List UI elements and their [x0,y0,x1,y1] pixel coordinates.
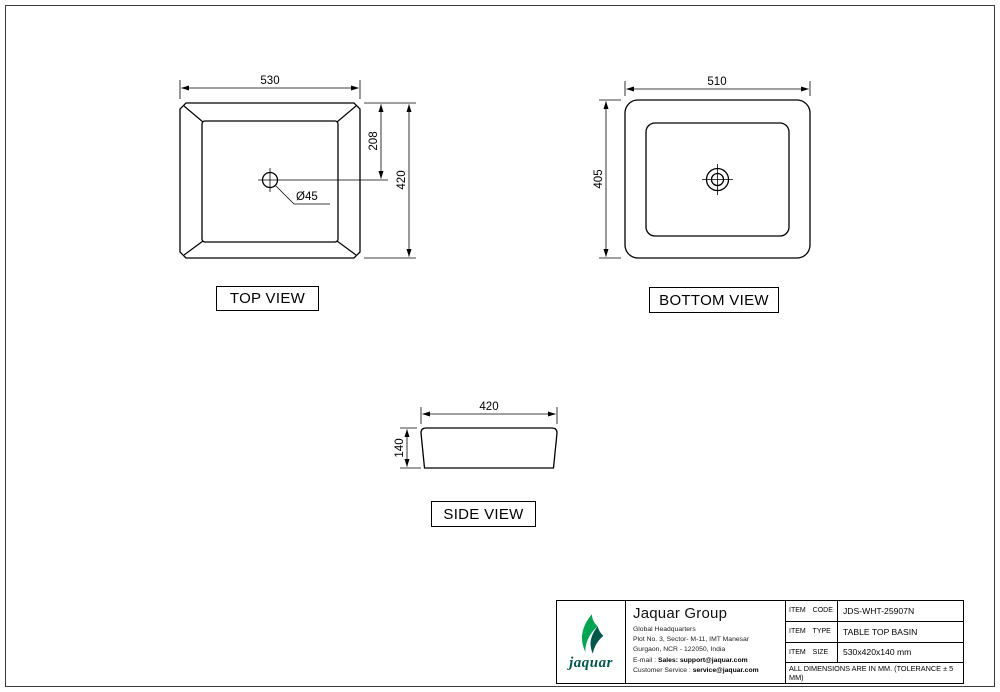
email-value: Sales: support@jaquar.com [657,656,748,664]
side-view-caption-text: SIDE VIEW [443,505,524,523]
basin-base-recess [645,122,790,237]
side-width-dim: 420 [479,401,498,413]
top-height-dim: 420 [396,170,408,189]
item-size-value: 530x420x140 mm [843,647,912,658]
basin-profile [420,427,558,469]
basin-outer-base [624,99,811,259]
item-spec-table: ITEM CODE JDS-WHT-25907N ITEM TYPE TABLE… [786,601,963,683]
company-logo: jaquar [557,601,626,683]
basin-outer-rim [179,102,361,259]
table-row: ITEM TYPE TABLE TOP BASIN [786,621,963,643]
drain-leader-line [274,184,295,205]
item-size-label: ITEM SIZE [786,642,838,663]
address-line-3: Gurgaon, NCR - 122050, India [633,646,726,654]
service-line: Customer Service : service@jaquar.com [633,666,779,676]
side-view-caption: SIDE VIEW [431,501,536,527]
basin-inner-bowl [201,120,339,243]
tolerance-note: ALL DIMENSIONS ARE IN MM. (TOLERANCE ± 5… [789,664,954,683]
corner-edge [183,105,204,123]
corner-edge [336,240,357,256]
bottom-view-caption-text: BOTTOM VIEW [659,291,769,309]
title-block: jaquar Jaquar Group Global Headquarters … [556,600,964,684]
item-code-label: ITEM CODE [786,601,838,621]
corner-edge [183,240,204,256]
side-view-drawing: 420 140 [394,401,558,469]
item-type-label: ITEM TYPE [786,621,838,642]
company-name: Jaquar Group [633,605,728,622]
bottom-width-dim: 510 [707,76,726,88]
table-row: ITEM CODE JDS-WHT-25907N [786,601,963,622]
jaquar-wordmark: jaquar [569,655,613,671]
corner-edge [336,105,357,123]
top-view-drawing: Ø45 530 420 208 [179,75,416,259]
company-info: Jaquar Group Global Headquarters Plot No… [626,601,786,683]
service-value: service@jaquar.com [692,666,759,674]
email-label: E-mail : [633,656,657,664]
technical-drawing-canvas: Ø45 530 420 208 510 [179,75,811,469]
service-label: Customer Service : [633,666,691,674]
bottom-view-caption: BOTTOM VIEW [649,287,779,313]
item-code-value: JDS-WHT-25907N [843,605,915,616]
jaquar-logo-icon [581,614,604,654]
email-line: E-mail : Sales: support@jaquar.com [633,656,779,666]
table-row: ITEM SIZE 530x420x140 mm [786,642,963,664]
side-height-dim: 140 [394,438,406,457]
drain-dim-label: Ø45 [296,191,318,203]
item-type-value: TABLE TOP BASIN [843,626,918,637]
address-line-1: Global Headquarters [633,626,696,633]
bottom-height-dim: 405 [593,169,605,188]
top-width-dim: 530 [260,75,279,87]
top-view-caption: TOP VIEW [216,286,319,311]
address-line-2: Plot No. 3, Sector- M-11, IMT Manesar [633,636,750,644]
top-center-offset-dim: 208 [368,131,380,150]
top-view-caption-text: TOP VIEW [229,290,306,307]
bottom-view-drawing: 510 405 [593,76,811,259]
